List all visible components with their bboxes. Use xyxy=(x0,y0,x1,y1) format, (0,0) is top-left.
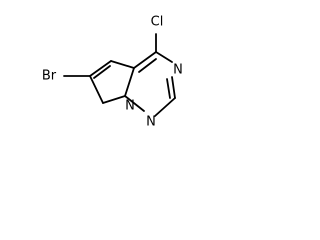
structure-diagram: Cl Br N N N xyxy=(42,15,183,130)
bond-n1-c4a xyxy=(124,67,135,97)
nitrogen-label-bridgehead: N xyxy=(125,99,135,114)
chlorine-label: Cl xyxy=(151,15,164,30)
nitrogen-label-ring: N xyxy=(173,63,183,78)
bond-c4a-c4 xyxy=(133,51,157,69)
bond-n3-c2-double xyxy=(166,78,171,99)
bond-c4-n3 xyxy=(155,51,173,63)
bond-c2-n2 xyxy=(154,97,176,117)
bromine-label: Br xyxy=(42,69,57,84)
bond-c4a-c5 xyxy=(110,60,135,69)
bond-n2-n1 xyxy=(124,95,145,112)
bond-c4a-c4-double xyxy=(138,58,157,73)
bond-c5-c6-double xyxy=(93,65,111,79)
bond-c6-c7 xyxy=(89,75,104,104)
bond-n3-c2 xyxy=(171,76,176,99)
bond-c7-n1 xyxy=(102,95,126,104)
bond-c5-c6 xyxy=(89,60,112,77)
nitrogen-label-bottom: N xyxy=(146,115,156,130)
bond-group xyxy=(63,33,176,117)
